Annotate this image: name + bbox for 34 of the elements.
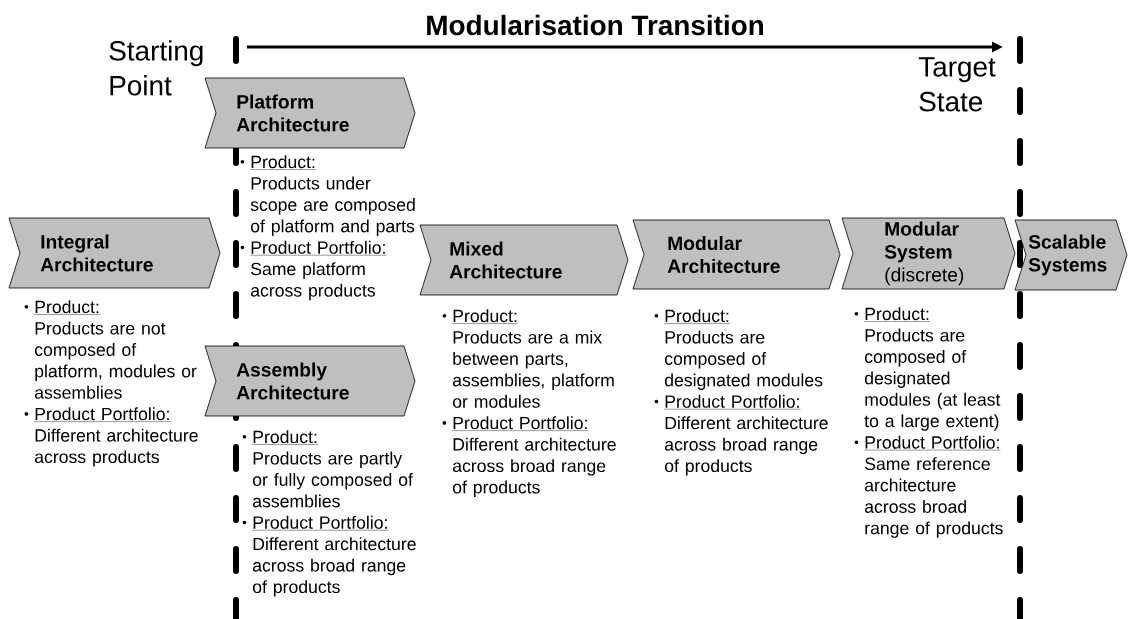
description-text: Different architecture across products (34, 428, 198, 467)
field-heading: Product Portfolio: (252, 515, 389, 531)
field-heading: Product: (452, 309, 519, 324)
description-text: Different architecture across broad range of products (452, 437, 616, 497)
stage-box: Modular System (discrete) (841, 217, 1016, 290)
description-text: Products are a mix between parts, assemblies, platform or modules (452, 330, 614, 408)
stage-box: Platform Architecture (204, 77, 416, 149)
diagram-title: Modularisation Transition (427, 14, 763, 36)
field-heading: Product: (34, 300, 101, 315)
description-text: Different architecture across broad range of products (252, 537, 416, 597)
field-heading: Product: (864, 307, 931, 322)
description-text: Products under scope are composed of platform and parts (250, 176, 415, 236)
field-heading: Product Portfolio: (864, 435, 1001, 451)
stage-box: Mixed Architecture (419, 224, 629, 296)
field-heading: Product Portfolio: (664, 394, 801, 410)
stage-box: Assembly Architecture (204, 345, 416, 417)
description-text: Products are partly or fully composed of assemblies (252, 451, 413, 508)
field-heading: Product: (250, 155, 317, 170)
stage-box: Integral Architecture (8, 217, 221, 289)
stage-box: Scalable Systems (1014, 219, 1128, 291)
field-heading: Product Portfolio: (250, 240, 387, 256)
description-text: Same reference architecture across broad range of products (864, 457, 1003, 538)
description-text: Products are composed of designated modules (at least to a large extent) (864, 328, 1001, 431)
field-heading: Product Portfolio: (34, 407, 171, 422)
stage-label: Starting Point (109, 40, 203, 96)
description-text: Products are not composed of platform, modules or assemblies (34, 321, 197, 399)
stage-box: Modular Architecture (632, 219, 841, 290)
description-text: Different architecture across broad range of products (664, 416, 828, 476)
field-heading: Product: (252, 430, 319, 445)
description-text: Products are composed of designated modules (664, 330, 823, 390)
field-heading: Product Portfolio: (452, 416, 589, 431)
field-heading: Product: (664, 309, 731, 324)
stage-label: Target State (918, 57, 996, 112)
description-text: Same platform across products (250, 262, 375, 301)
